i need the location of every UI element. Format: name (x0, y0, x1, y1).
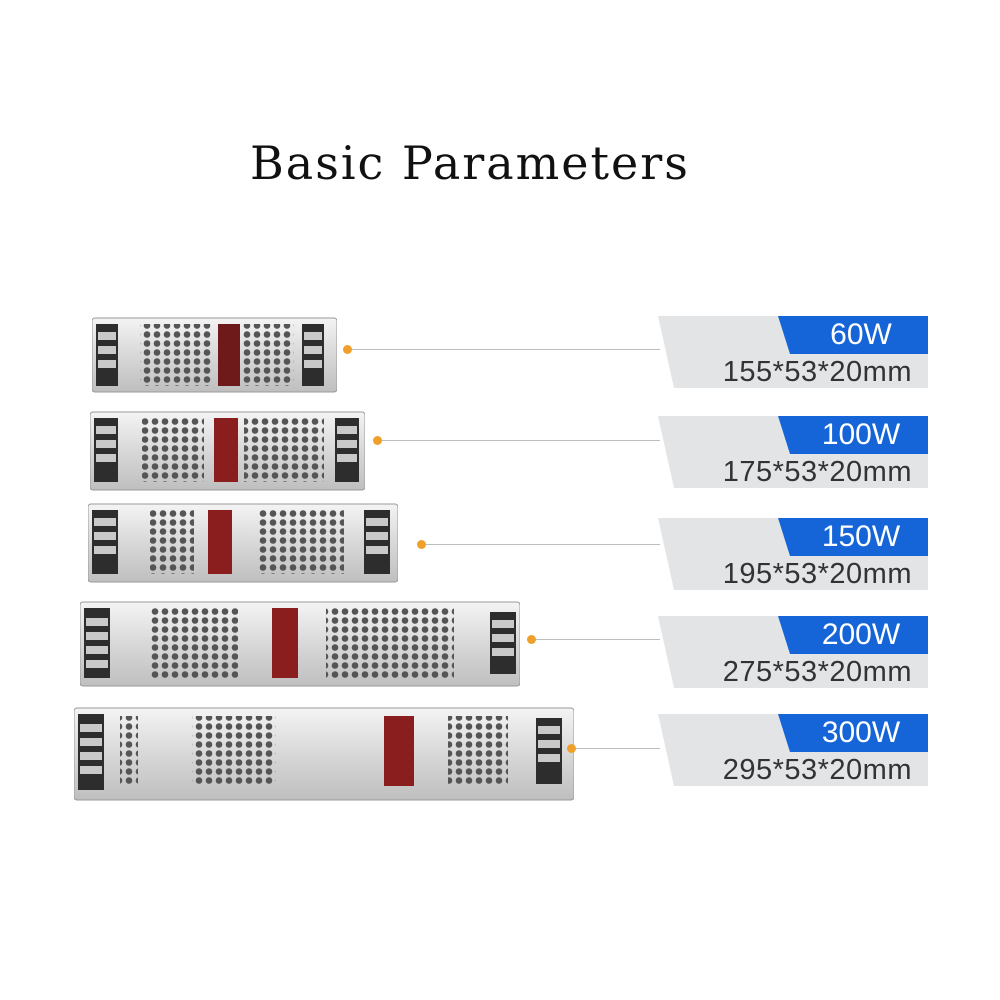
power-supply-200w-image (80, 598, 520, 690)
dimension-text: 195*53*20mm (722, 558, 912, 590)
dimension-text: 175*53*20mm (722, 456, 912, 488)
callout-line (352, 349, 660, 350)
spec-label-200w: 200W 275*53*20mm (658, 616, 928, 688)
spec-label-60w: 60W 155*53*20mm (658, 316, 928, 388)
dimension-text: 275*53*20mm (722, 656, 912, 688)
callout-dot (527, 635, 536, 644)
callout-line (382, 440, 660, 441)
power-supply-60w-image (92, 312, 337, 398)
wattage-text: 60W (830, 318, 892, 351)
power-supply-100w-image (90, 408, 365, 494)
wattage-text: 100W (821, 418, 901, 451)
wattage-text: 300W (821, 716, 901, 749)
callout-dot (373, 436, 382, 445)
callout-dot (567, 744, 576, 753)
callout-line (536, 639, 660, 640)
callout-dot (343, 345, 352, 354)
power-supply-150w-image (88, 500, 398, 586)
watt-badge (778, 416, 928, 454)
page-title: Basic Parameters (250, 136, 690, 190)
dimension-text: 295*53*20mm (722, 754, 912, 786)
spec-label-100w: 100W 175*53*20mm (658, 416, 928, 488)
watt-badge (778, 316, 928, 354)
callout-line (426, 544, 660, 545)
dimension-text: 155*53*20mm (722, 356, 912, 388)
watt-badge (778, 616, 928, 654)
spec-label-150w: 150W 195*53*20mm (658, 518, 928, 590)
watt-badge (778, 714, 928, 752)
watt-badge (778, 518, 928, 556)
wattage-text: 150W (821, 520, 901, 553)
power-supply-300w-image (74, 704, 574, 804)
callout-line (576, 748, 660, 749)
spec-label-300w: 300W 295*53*20mm (658, 714, 928, 786)
callout-dot (417, 540, 426, 549)
wattage-text: 200W (821, 618, 901, 651)
